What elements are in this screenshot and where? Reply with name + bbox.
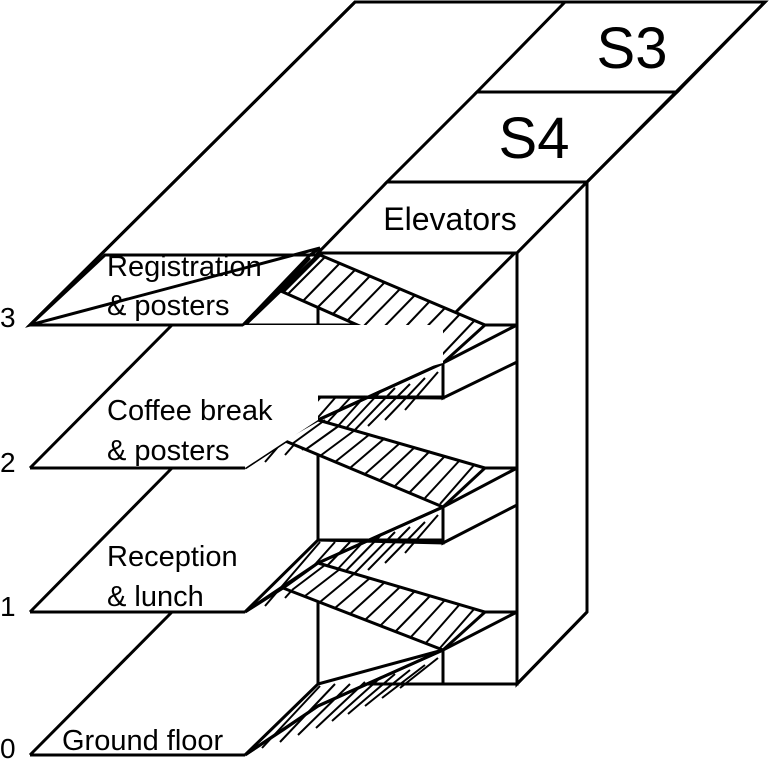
room-s3: S3 bbox=[473, 0, 769, 94]
floor-1-number: 1 bbox=[0, 591, 16, 622]
floor-1-label-line1: Reception bbox=[107, 541, 238, 573]
elevators-top: Elevators bbox=[314, 180, 591, 255]
floor-2: Coffee break & posters 2 bbox=[0, 323, 443, 478]
floor-0-number: 0 bbox=[0, 733, 16, 759]
elevator-shaft bbox=[515, 178, 589, 688]
floor-3-label-line1: Registration bbox=[107, 251, 262, 283]
floor-0-label-line1: Ground floor bbox=[62, 725, 224, 757]
floor-1-label-line2: & lunch bbox=[107, 581, 204, 613]
floor-2-label-line2: & posters bbox=[107, 435, 230, 467]
elevators-label: Elevators bbox=[383, 201, 516, 237]
floor-1: Reception & lunch 1 bbox=[0, 466, 443, 622]
floor-3-number: 3 bbox=[0, 302, 16, 333]
floor-3: Registration & posters 3 bbox=[0, 251, 322, 333]
floor-0: Ground floor 0 bbox=[0, 610, 245, 759]
room-s4: S4 bbox=[383, 90, 681, 184]
room-s3-label: S3 bbox=[597, 16, 668, 81]
floor-2-number: 2 bbox=[0, 447, 16, 478]
floor-2-label-line1: Coffee break bbox=[107, 395, 273, 427]
room-s4-label: S4 bbox=[499, 106, 570, 171]
floor-3-label-line2: & posters bbox=[107, 290, 230, 322]
outline-edges bbox=[28, 0, 769, 686]
